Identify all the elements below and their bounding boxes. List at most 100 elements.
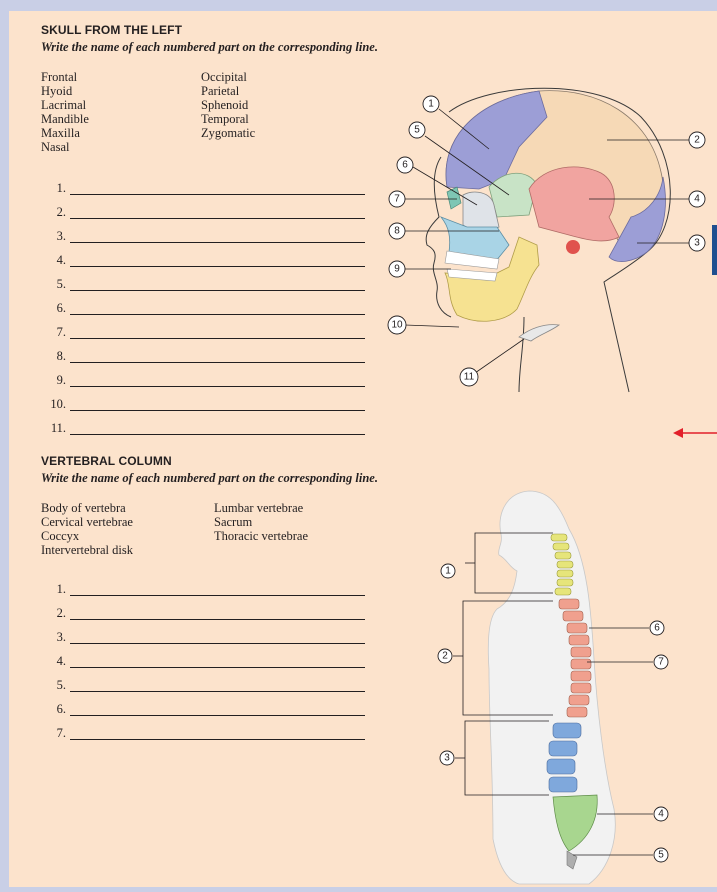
skull-callouts: 1 2 3 4 5 6 7 8 9 10 11 [379, 77, 709, 397]
answer-rule [70, 218, 365, 219]
callout-8: 8 [389, 223, 405, 239]
svg-text:1: 1 [428, 99, 434, 110]
callout-5: 5 [409, 122, 425, 138]
line-number: 7. [57, 325, 66, 340]
line-number: 11. [51, 421, 66, 436]
answer-line[interactable]: 5. [39, 277, 365, 293]
line-number: 1. [57, 181, 66, 196]
callout-6: 6 [397, 157, 413, 173]
answer-line[interactable]: 11. [39, 421, 365, 437]
line-number: 5. [57, 678, 66, 693]
answer-rule [70, 362, 365, 363]
answer-line[interactable]: 7. [39, 726, 365, 742]
answer-rule [70, 314, 365, 315]
svg-text:7: 7 [394, 194, 400, 205]
term-lumbar-vertebrae: Lumbar vertebrae [214, 502, 303, 515]
answer-line[interactable]: 6. [39, 702, 365, 718]
term-mandible: Mandible [41, 113, 89, 126]
callout-10: 10 [388, 316, 406, 334]
answer-rule [70, 595, 365, 596]
svg-text:9: 9 [394, 264, 400, 275]
answer-line[interactable]: 7. [39, 325, 365, 341]
answer-rule [70, 619, 365, 620]
line-number: 6. [57, 702, 66, 717]
callout-2: 2 [438, 649, 452, 663]
answer-rule [70, 691, 365, 692]
skull-instruction: Write the name of each numbered part on … [41, 40, 378, 55]
line-number: 4. [57, 253, 66, 268]
line-number: 3. [57, 630, 66, 645]
answer-line[interactable]: 3. [39, 630, 365, 646]
svg-text:5: 5 [658, 850, 664, 861]
answer-rule [70, 410, 365, 411]
worksheet-page: SKULL FROM THE LEFT Write the name of ea… [9, 11, 717, 887]
svg-text:4: 4 [658, 809, 664, 820]
term-temporal: Temporal [201, 113, 249, 126]
line-number: 6. [57, 301, 66, 316]
answer-line[interactable]: 10. [39, 397, 365, 413]
callout-7: 7 [654, 655, 668, 669]
term-thoracic-vertebrae: Thoracic vertebrae [214, 530, 308, 543]
term-sphenoid: Sphenoid [201, 99, 248, 112]
red-arrow-icon [673, 427, 717, 439]
answer-line[interactable]: 4. [39, 654, 365, 670]
term-maxilla: Maxilla [41, 127, 80, 140]
answer-line[interactable]: 2. [39, 606, 365, 622]
svg-text:10: 10 [391, 320, 403, 331]
line-number: 9. [57, 373, 66, 388]
line-number: 8. [57, 349, 66, 364]
answer-rule [70, 386, 365, 387]
line-number: 5. [57, 277, 66, 292]
term-intervertebral-disk: Intervertebral disk [41, 544, 133, 557]
answer-rule [70, 194, 365, 195]
answer-line[interactable]: 2. [39, 205, 365, 221]
answer-rule [70, 338, 365, 339]
svg-text:1: 1 [445, 566, 451, 577]
svg-text:3: 3 [694, 238, 700, 249]
answer-rule [70, 739, 365, 740]
svg-text:6: 6 [654, 623, 660, 634]
line-number: 2. [57, 606, 66, 621]
svg-text:3: 3 [444, 753, 450, 764]
answer-line[interactable]: 1. [39, 582, 365, 598]
term-cervical-vertebrae: Cervical vertebrae [41, 516, 133, 529]
svg-text:4: 4 [694, 194, 700, 205]
term-body-of-vertebra: Body of vertebra [41, 502, 126, 515]
line-number: 2. [57, 205, 66, 220]
term-hyoid: Hyoid [41, 85, 72, 98]
line-number: 1. [57, 582, 66, 597]
answer-line[interactable]: 5. [39, 678, 365, 694]
svg-text:11: 11 [464, 372, 475, 383]
answer-rule [70, 290, 365, 291]
line-number: 3. [57, 229, 66, 244]
vertebral-heading: VERTEBRAL COLUMN [41, 454, 172, 468]
line-number: 7. [57, 726, 66, 741]
callout-9: 9 [389, 261, 405, 277]
callout-1: 1 [441, 564, 455, 578]
svg-text:2: 2 [694, 135, 700, 146]
term-zygomatic: Zygomatic [201, 127, 255, 140]
svg-text:8: 8 [394, 226, 400, 237]
answer-line[interactable]: 1. [39, 181, 365, 197]
line-number: 10. [50, 397, 66, 412]
term-coccyx: Coccyx [41, 530, 79, 543]
skull-heading: SKULL FROM THE LEFT [41, 23, 182, 37]
answer-rule [70, 667, 365, 668]
answer-rule [70, 643, 365, 644]
term-sacrum: Sacrum [214, 516, 252, 529]
answer-line[interactable]: 9. [39, 373, 365, 389]
callout-4: 4 [654, 807, 668, 821]
callout-7: 7 [389, 191, 405, 207]
term-frontal: Frontal [41, 71, 77, 84]
answer-line[interactable]: 8. [39, 349, 365, 365]
callout-2: 2 [689, 132, 705, 148]
callout-6: 6 [650, 621, 664, 635]
answer-rule [70, 434, 365, 435]
answer-rule [70, 715, 365, 716]
answer-rule [70, 242, 365, 243]
answer-line[interactable]: 4. [39, 253, 365, 269]
answer-line[interactable]: 3. [39, 229, 365, 245]
term-occipital: Occipital [201, 71, 247, 84]
callout-4: 4 [689, 191, 705, 207]
answer-line[interactable]: 6. [39, 301, 365, 317]
